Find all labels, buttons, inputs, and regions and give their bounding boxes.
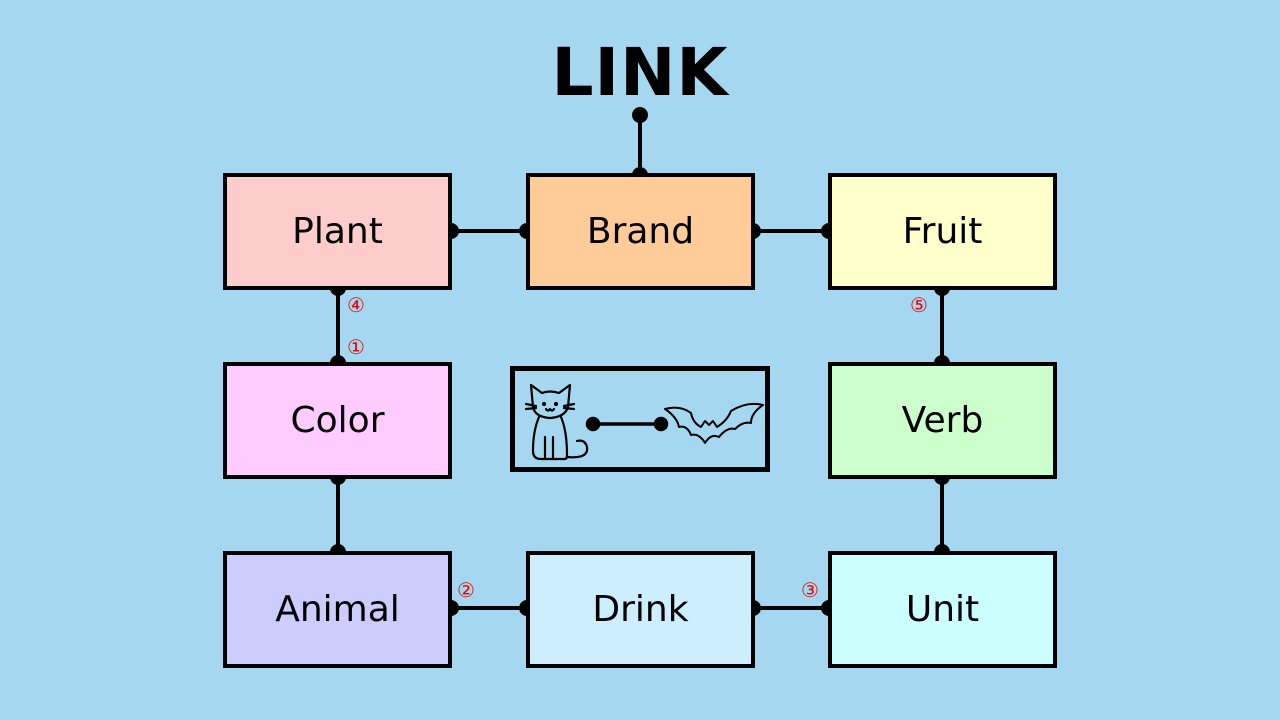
box-color: Color [223,362,452,479]
diagram-title: LINK [551,34,729,111]
marker-1: ① [347,335,365,359]
marker-5: ⑤ [910,293,928,317]
box-verb: Verb [828,362,1057,479]
box-plant: Plant [223,173,452,290]
box-label: Brand [586,211,695,252]
box-label: Drink [592,589,689,630]
bat-icon [664,402,764,444]
box-fruit: Fruit [828,173,1057,290]
box-label: Verb [901,400,984,441]
box-drink: Drink [526,551,755,668]
box-label: Plant [292,211,383,252]
marker-2: ② [457,578,475,602]
box-animal: Animal [223,551,452,668]
cat-icon [524,383,589,461]
box-label: Fruit [902,211,983,252]
marker-4: ④ [347,293,365,317]
box-unit: Unit [828,551,1057,668]
box-label: Unit [905,589,980,630]
cat-bat-panel [510,366,770,472]
box-brand: Brand [526,173,755,290]
cat-bat-illustration [524,383,764,461]
link-connector [585,416,669,432]
box-label: Animal [275,589,400,630]
box-label: Color [290,400,385,441]
marker-3: ③ [801,578,819,602]
